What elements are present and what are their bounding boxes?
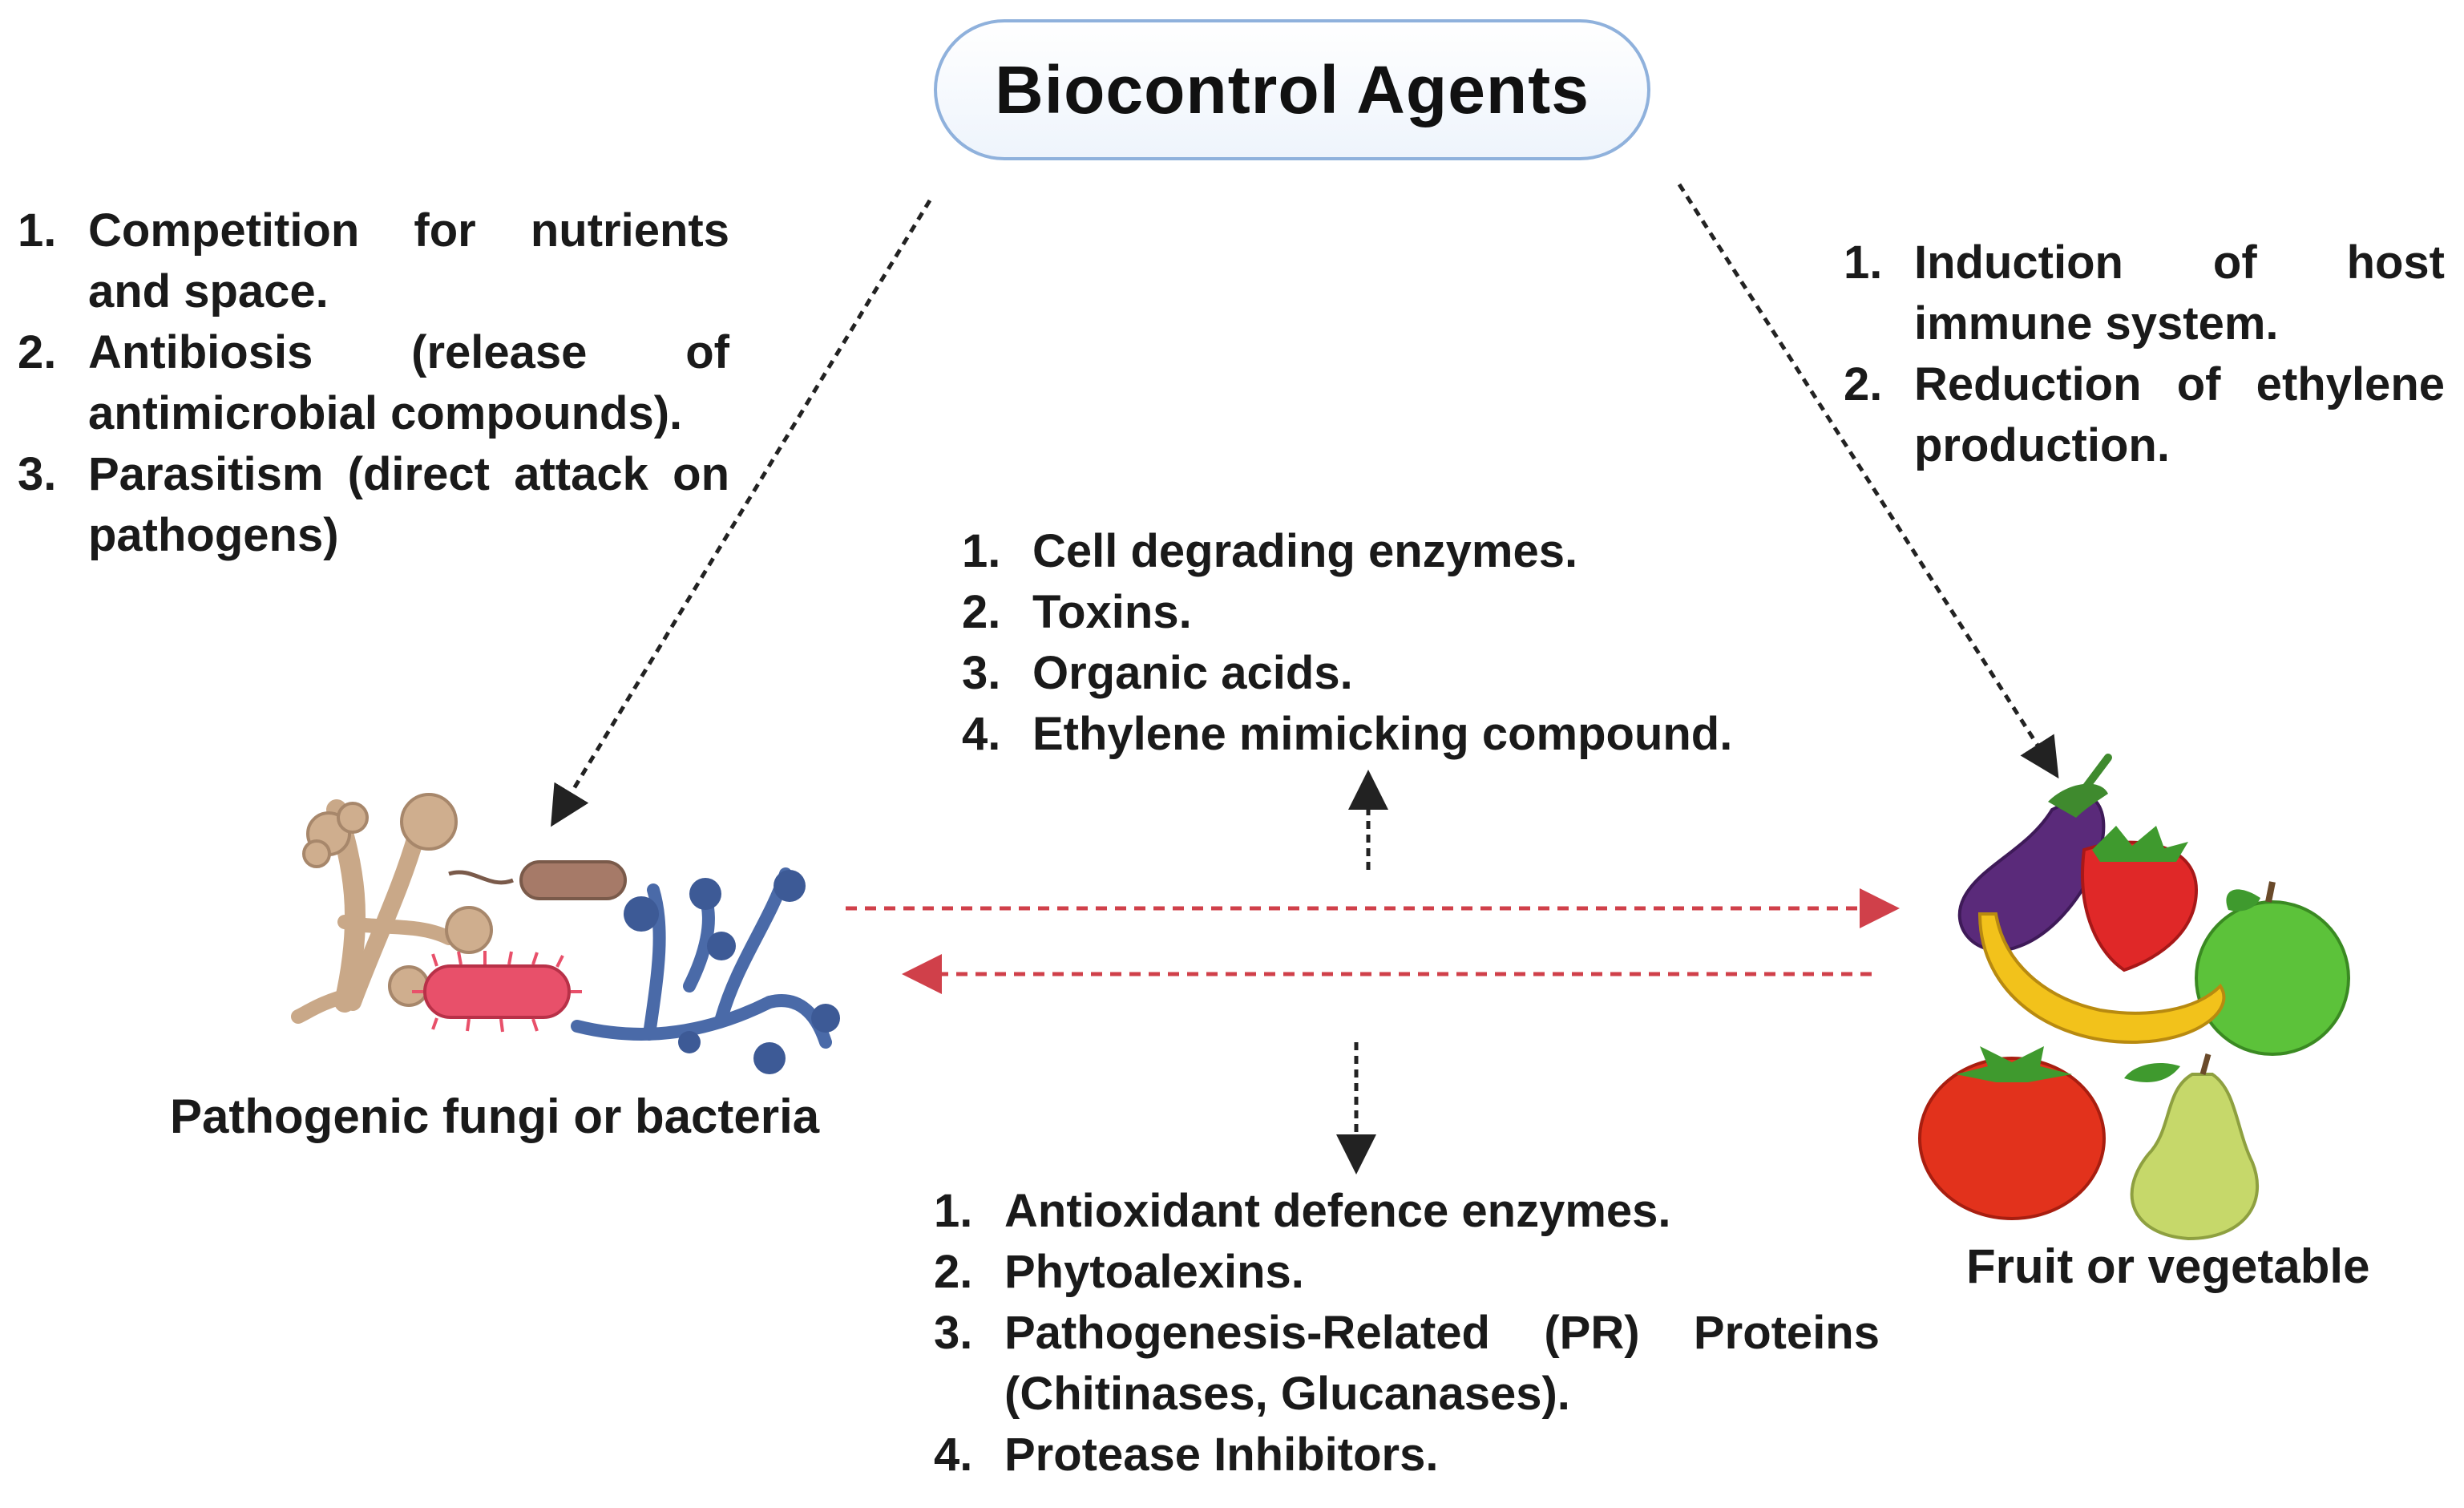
list-item: 1.Antioxidant defence enzymes. (934, 1185, 1671, 1237)
biocontrol-host-mechanisms-list: 1.Induction of host immune system. 2.Red… (1844, 232, 2445, 476)
list-item: 1.Induction of host immune system. (1844, 237, 2445, 350)
list-item: 1.Competition for nutrients and space. (18, 204, 729, 317)
fruit-illustration (1918, 754, 2350, 1241)
list-item: 2.Phytoalexins. (934, 1246, 1304, 1298)
list-item: 3.Parasitism (direct attack on pathogens… (18, 448, 729, 561)
pathogen-virulence-factors-list: 1.Cell degrading enzymes. 2.Toxins. 3.Or… (962, 521, 1844, 765)
list-item: 4.Ethylene mimicking compound. (962, 708, 1733, 760)
fruit-label: Fruit or vegetable (1966, 1239, 2370, 1293)
list-item: 4.Protease Inhibitors. (934, 1429, 1439, 1481)
list-item: 2.Toxins. (962, 586, 1192, 638)
diagram-title: Biocontrol Agents (995, 51, 1589, 127)
host-defence-responses-list: 1.Antioxidant defence enzymes. 2.Phytoal… (934, 1181, 1880, 1486)
biocontrol-agents-title-box: Biocontrol Agents (934, 19, 1650, 160)
pathogen-label: Pathogenic fungi or bacteria (170, 1090, 820, 1143)
list-item: 3.Pathogenesis-Related (PR) Proteins (Ch… (934, 1307, 1880, 1420)
biocontrol-pathogen-mechanisms-list: 1.Competition for nutrients and space. 2… (18, 200, 729, 566)
arrow-to-pathogen (551, 199, 932, 827)
list-item: 2.Antibiosis (release of antimicrobial c… (18, 326, 729, 439)
list-item: 3.Organic acids. (962, 647, 1353, 699)
pathogen-illustration (291, 793, 840, 1074)
list-item: 2.Reduction of ethylene production. (1844, 358, 2445, 471)
list-item: 1.Cell degrading enzymes. (962, 525, 1578, 577)
